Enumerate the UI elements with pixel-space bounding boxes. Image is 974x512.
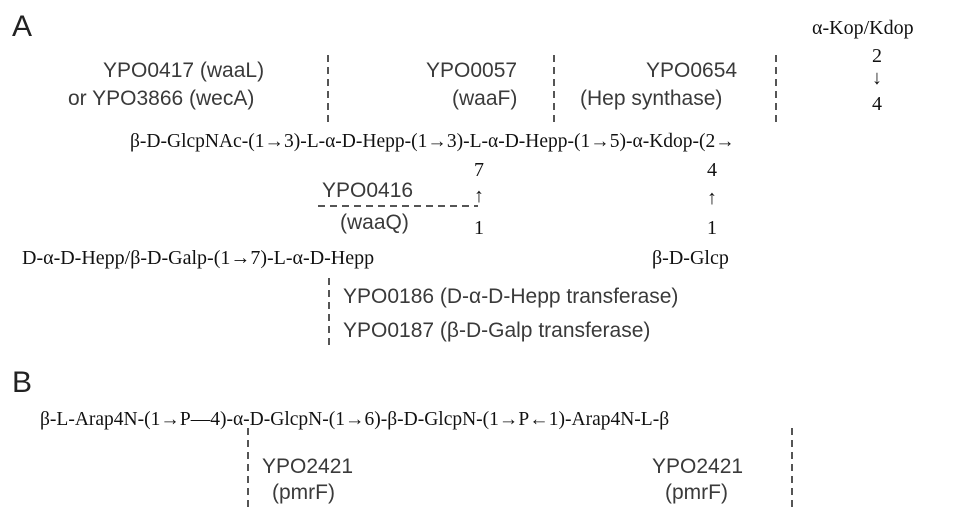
panel-b-chain: β-L-Arap4N-(1→P—4)-α-D-GlcpN-(1→6)-β-D-G… bbox=[40, 409, 670, 430]
panel-label-a: A bbox=[12, 10, 33, 43]
gene-waaL-line2: or YPO3866 (wecA) bbox=[68, 87, 255, 110]
branch2-top: 4 bbox=[707, 159, 717, 181]
gene-pmrF-left-line2: (pmrF) bbox=[272, 481, 335, 504]
lower-chain: D-α-D-Hepp/β-D-Galp-(1→7)-L-α-D-Hepp bbox=[22, 247, 375, 269]
gene-pmrF-right-line1: YPO2421 bbox=[652, 455, 744, 478]
branch1-top: 7 bbox=[474, 159, 484, 181]
arrow-down-icon: ↓ bbox=[872, 67, 882, 89]
gene-0186: YPO0186 (D-α-D-Hepp transferase) bbox=[343, 285, 679, 308]
gene-waaF-line2: (waaF) bbox=[452, 87, 518, 110]
arrow-up-icon: ↑ bbox=[474, 185, 484, 207]
kop-link-bottom: 4 bbox=[872, 93, 882, 115]
kop-link-top: 2 bbox=[872, 45, 882, 67]
gene-0187: YPO0187 (β-D-Galp transferase) bbox=[343, 319, 651, 342]
gene-hep-line2: (Hep synthase) bbox=[580, 87, 723, 110]
gene-pmrF-left-line1: YPO2421 bbox=[262, 455, 354, 478]
gene-pmrF-right-line2: (pmrF) bbox=[665, 481, 728, 504]
gene-waaL-line1: YPO0417 (waaL) bbox=[103, 59, 265, 82]
branch2-bottom: 1 bbox=[707, 217, 717, 239]
arrow-up-icon: ↑ bbox=[707, 187, 717, 209]
branch1-bottom: 1 bbox=[474, 217, 484, 239]
gene-hep-line1: YPO0654 bbox=[646, 59, 738, 82]
gene-waaQ-line1: YPO0416 bbox=[322, 179, 414, 202]
kop-label: α-Kop/Kdop bbox=[812, 17, 914, 39]
panel-label-b: B bbox=[12, 366, 33, 399]
gene-waaQ-line2: (waaQ) bbox=[340, 211, 409, 234]
gene-waaF-line1: YPO0057 bbox=[426, 59, 518, 82]
glc-label: β-D-Glcp bbox=[652, 247, 729, 269]
main-chain: β-D-GlcpNAc-(1→3)-L-α-D-Hepp-(1→3)-L-α-D… bbox=[130, 131, 735, 152]
